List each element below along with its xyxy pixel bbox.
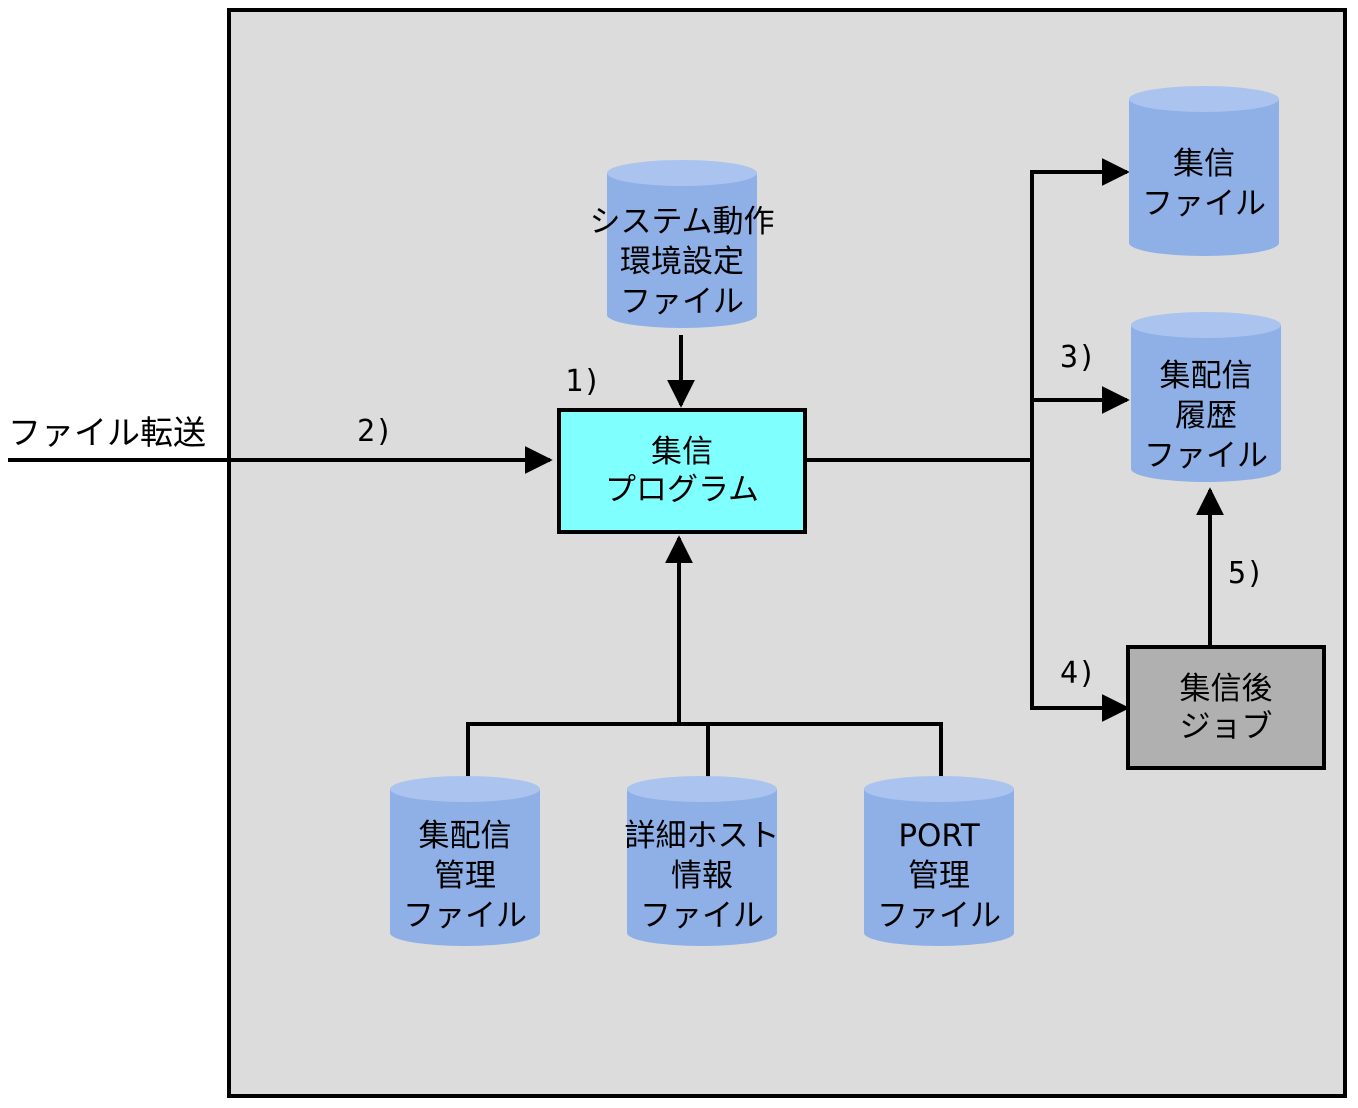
step-4-label: 4) [1060,656,1097,691]
step-2-label: 2) [357,414,394,449]
port-file-cylinder: PORT 管理 ファイル [864,776,1014,946]
receive-program-box: 集信 プログラム [557,408,807,534]
system-env-file-cylinder: システム動作 環境設定 ファイル [589,160,775,328]
label-line: 集配信 [418,818,512,854]
step-5-label: 5) [1228,556,1265,591]
label-line: ファイル [640,898,764,934]
label-line: 集配信 [1159,358,1253,394]
label-line: 情報 [671,858,733,894]
program-line: プログラム [604,472,760,508]
step-3-label: 3) [1060,340,1097,375]
management-file-cylinder: 集配信 管理 ファイル [390,776,540,946]
receive-file-cylinder: 集信 ファイル [1129,86,1279,256]
label-line: システム動作 [589,204,775,240]
post-receive-job-box: 集信後 ジョブ [1126,645,1326,770]
step-1-label: 1) [565,364,602,399]
program-line: 集信 [651,434,713,470]
job-line: 集信後 [1179,670,1273,707]
label-line: 管理 [434,858,496,894]
label-line: ファイル [1144,438,1268,474]
history-file-cylinder: 集配信 履歴 ファイル [1131,312,1281,482]
job-line: ジョブ [1179,708,1273,745]
label-line: 管理 [908,858,970,894]
label-line: 詳細ホスト [624,818,780,854]
label-line: PORT [898,818,980,854]
label-line: ファイル [620,284,744,320]
host-info-file-cylinder: 詳細ホスト 情報 ファイル [625,776,780,946]
label-line: 環境設定 [620,244,744,280]
label-line: ファイル [877,898,1001,934]
label-line: 集信 [1173,146,1235,182]
label-line: 履歴 [1175,398,1237,434]
label-line: ファイル [1142,186,1266,222]
label-line: ファイル [403,898,527,934]
file-transfer-label: ファイル転送 [8,413,206,452]
